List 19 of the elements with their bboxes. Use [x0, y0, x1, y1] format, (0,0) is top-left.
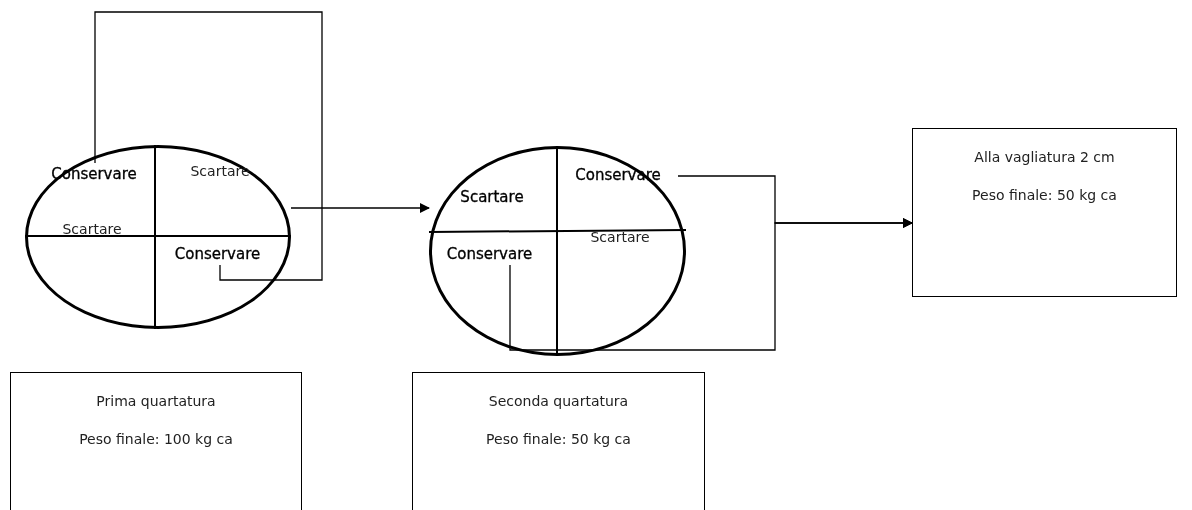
quadrant-label: Conservare [160, 245, 275, 265]
box-text: Peso finale: 50 kg ca [485, 431, 632, 447]
quadrant-label: Scartare [580, 228, 660, 248]
connector-line [94, 11, 323, 281]
process-box [10, 372, 302, 510]
box-title: Prima quartatura [95, 393, 217, 409]
box-title: Alla vagliatura 2 cm [973, 149, 1116, 165]
box-title: Seconda quartatura [487, 393, 630, 409]
quartering-circle [429, 146, 686, 356]
quadrant-label: Scartare [52, 220, 132, 240]
process-box [412, 372, 705, 510]
quartering-circle [25, 145, 291, 329]
quadrant-label: Scartare [452, 188, 532, 208]
arrow [290, 203, 430, 213]
quadrant-label: Conservare [432, 245, 547, 265]
process-box [912, 128, 1177, 297]
box-text: Peso finale: 100 kg ca [78, 431, 234, 447]
arrow [509, 218, 913, 351]
box-text: Peso finale: 50 kg ca [971, 187, 1118, 203]
